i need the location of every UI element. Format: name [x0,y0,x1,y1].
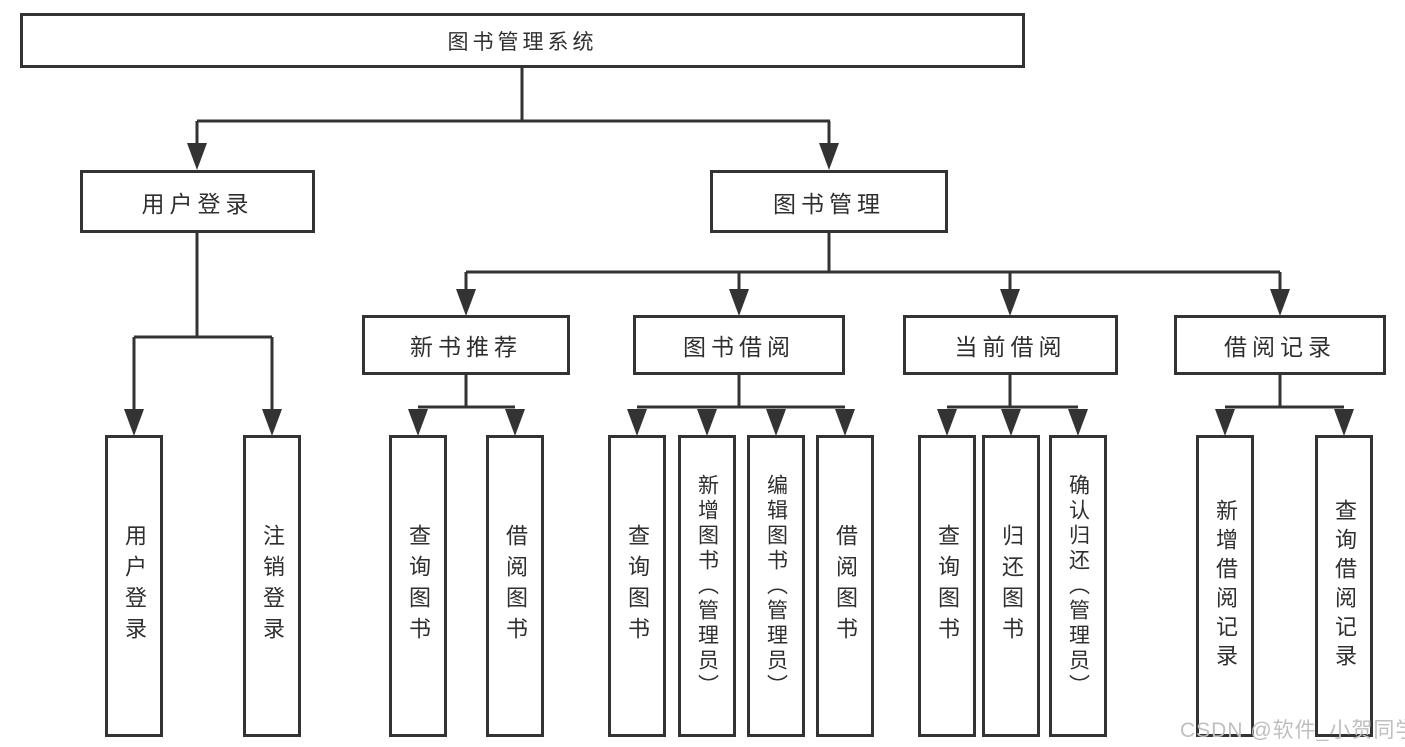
arrowhead [262,409,282,436]
arrowhead [1270,289,1290,316]
leaf-label: 借阅图书 [833,524,858,648]
connector-line [1008,375,1012,407]
leaf-query-books-recommend: 查询图书 [389,435,447,737]
leaf-query-borrow-record: 查询借阅记录 [1315,435,1373,737]
arrowhead [1001,409,1021,436]
node-user-login: 用户登录 [80,170,315,233]
arrowhead [505,409,525,436]
arrowhead [627,409,647,436]
connector-line [195,233,199,338]
leaf-query-books-borrowing: 查询图书 [608,435,666,737]
arrowhead [408,409,428,436]
connector-line [1225,405,1344,409]
leaf-return-books: 归还图书 [982,435,1040,737]
leaf-label: 注销登录 [260,524,285,648]
connector-line [132,337,136,411]
node-borrowing-records: 借阅记录 [1174,315,1386,375]
connector-line [466,270,1280,274]
leaf-label: 归还图书 [999,524,1024,648]
connector-line [737,375,741,407]
leaf-borrow-books: 借阅图书 [816,435,874,737]
node-root-system: 图书管理系统 [20,13,1025,68]
arrowhead [835,409,855,436]
arrowhead [937,409,957,436]
leaf-label: 编辑图书（管理员） [764,473,788,699]
node-book-management: 图书管理 [710,170,948,233]
arrowhead [819,143,839,170]
arrowhead [1068,409,1088,436]
connector-line [1008,272,1012,291]
connector-line [1278,272,1282,291]
leaf-confirm-return-admin: 确认归还（管理员） [1049,435,1107,737]
node-current-borrowing: 当前借阅 [903,315,1118,375]
connector-line [134,335,272,339]
arrowhead [1000,289,1020,316]
connector-line [520,68,524,121]
arrowhead [124,409,144,436]
leaf-label: 查询图书 [406,524,431,648]
arrowhead [729,289,749,316]
leaf-add-books-admin: 新增图书（管理员） [678,435,736,737]
leaf-user-login: 用户登录 [105,435,163,737]
leaf-label: 查询图书 [625,524,650,648]
leaf-label: 新增借阅记录 [1213,499,1238,673]
leaf-label: 用户登录 [122,524,147,648]
connector-line [637,405,845,409]
arrowhead [456,289,476,316]
arrowhead [1334,409,1354,436]
connector-line [197,119,830,123]
connector-line [464,375,468,407]
connector-line [195,121,199,146]
leaf-edit-books-admin: 编辑图书（管理员） [747,435,805,737]
leaf-label: 确认归还（管理员） [1066,473,1090,699]
arrowhead [187,143,207,170]
leaf-query-books-current: 查询图书 [918,435,976,737]
node-new-book-recommendation: 新书推荐 [362,315,570,375]
leaf-label: 查询图书 [935,524,960,648]
connector-line [1278,375,1282,407]
connector-line [827,233,831,273]
connector-line [737,272,741,291]
connector-line [827,121,831,146]
leaf-borrow-books-recommend: 借阅图书 [486,435,544,737]
arrowhead [766,409,786,436]
arrowhead [1215,409,1235,436]
leaf-label: 新增图书（管理员） [695,473,719,699]
connector-line [270,337,274,411]
arrowhead [697,409,717,436]
connector-line [947,405,1078,409]
leaf-logout: 注销登录 [243,435,301,737]
watermark: CSDN @软件_小贺同学 [1180,719,1405,742]
node-book-borrowing: 图书借阅 [633,315,845,375]
connector-line [418,405,515,409]
leaf-label: 借阅图书 [503,524,528,648]
leaf-add-borrow-record: 新增借阅记录 [1196,435,1254,737]
connector-line [464,272,468,291]
leaf-label: 查询借阅记录 [1332,499,1357,673]
